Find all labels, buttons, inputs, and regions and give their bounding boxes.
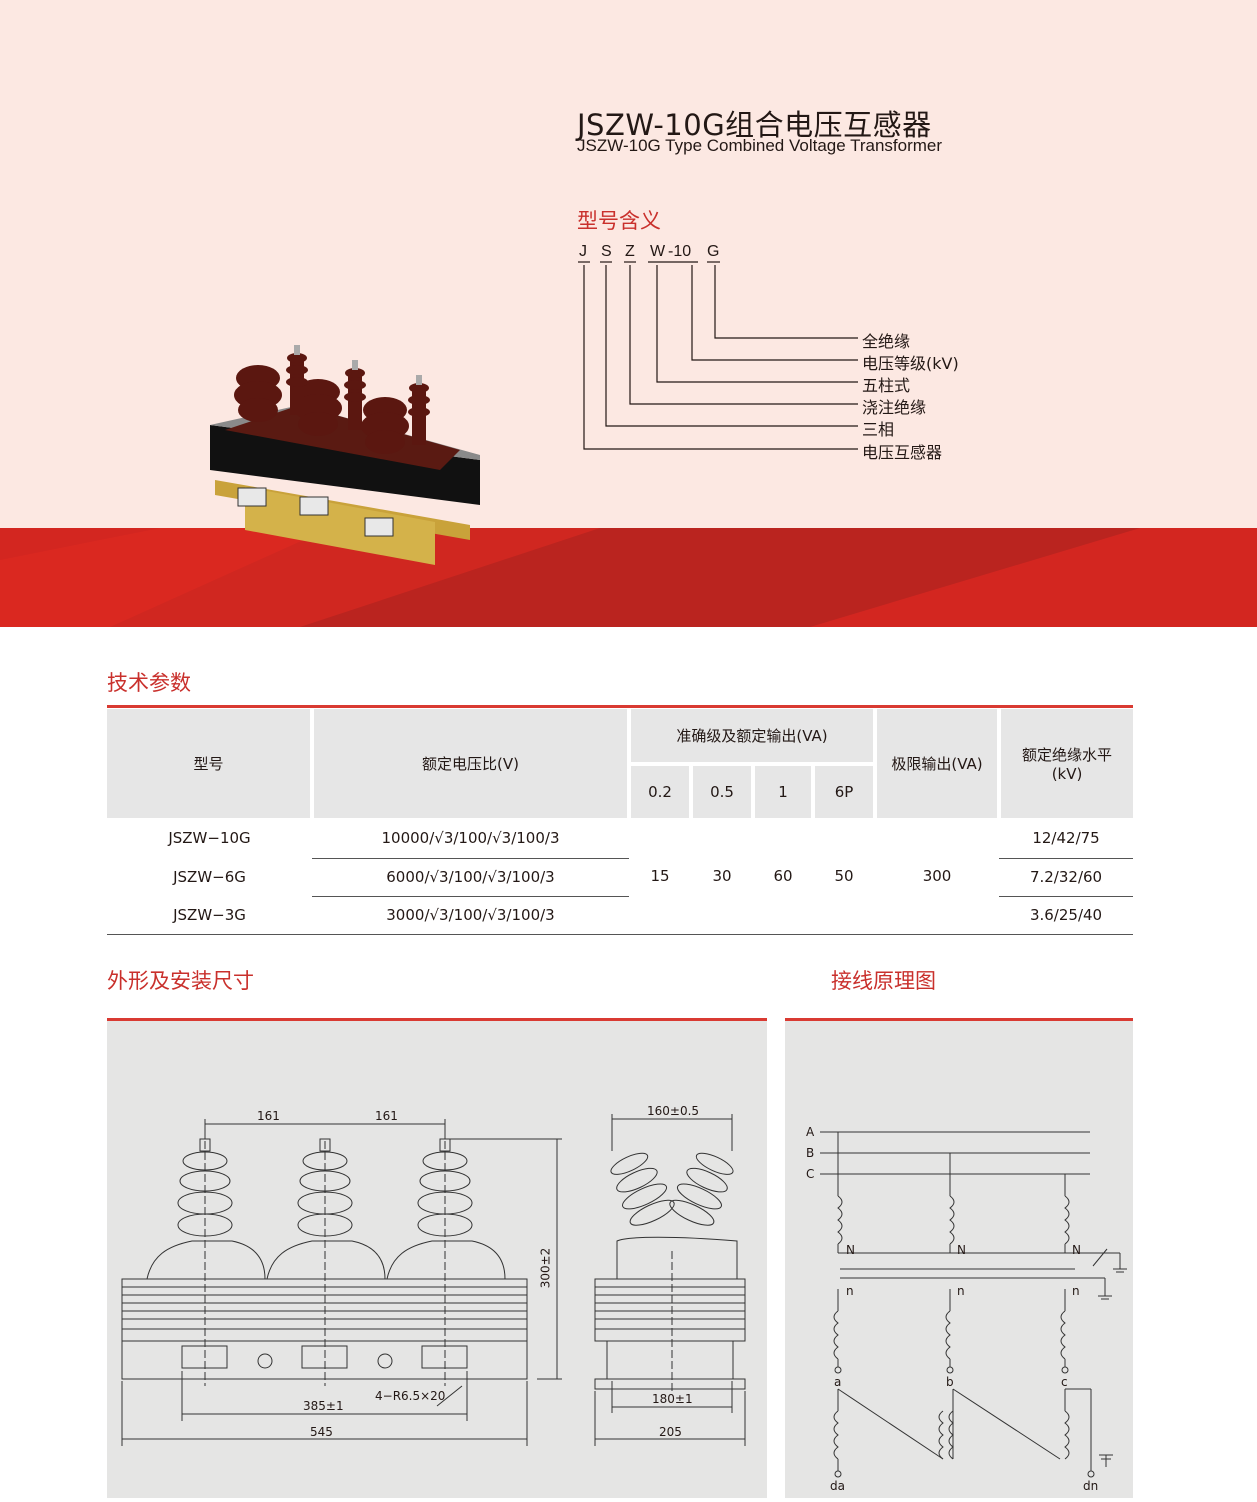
front-insulators (146, 1138, 506, 1280)
wire-label-B: B (806, 1146, 815, 1160)
cell-ratio: 3000/√3/100/√3/100/3 (386, 906, 555, 924)
cell-model: JSZW−6G (173, 868, 246, 886)
tech-params-table: 型号 额定电压比(V) 准确级及额定输出(VA) 极限输出(VA) 额定绝缘水平… (107, 709, 1134, 935)
code-letter-s: S (601, 243, 612, 260)
cell-v02: 15 (650, 866, 670, 885)
code-letter-j: J (579, 243, 587, 260)
dim-300: 300±2 (538, 1247, 553, 1289)
meaning-item: 三相 (862, 420, 895, 439)
hero-graphics (0, 261, 1257, 627)
wire-label-N: N (846, 1243, 855, 1257)
table-row: JSZW−6G 6000/√3/100/√3/100/3 7.2/32/60 (107, 858, 1134, 897)
cell-v1: 60 (773, 866, 793, 885)
table-row: JSZW−10G 10000/√3/100/√3/100/3 15 30 60 … (107, 818, 1134, 885)
cell-insulation: 12/42/75 (999, 818, 1134, 859)
model-meaning-title: 型号含义 (577, 209, 661, 233)
wire-label-c: c (1061, 1375, 1068, 1389)
col-header-class-02: 0.2 (627, 762, 691, 818)
meaning-item: 电压互感器 (862, 443, 943, 462)
dim-205: 205 (659, 1425, 682, 1439)
wire-label-C: C (806, 1167, 815, 1181)
wire-label-dn: dn (1083, 1479, 1099, 1493)
wire-label-b: b (946, 1375, 954, 1389)
col-header-class-1: 1 (751, 762, 813, 818)
cell-limit: 300 (922, 866, 952, 885)
meaning-item: 全绝缘 (862, 332, 911, 351)
wire-label-n: n (1072, 1284, 1080, 1298)
wire-label-N: N (957, 1243, 966, 1257)
meaning-item: 浇注绝缘 (862, 398, 927, 417)
table-row: JSZW−3G 3000/√3/100/√3/100/3 3.6/25/40 (107, 896, 1134, 934)
cell-insulation: 7.2/32/60 (999, 858, 1134, 897)
page-title-cn: JSZW-10G组合电压互感器 (577, 108, 932, 142)
cell-model: JSZW−10G (168, 829, 251, 847)
dimensions-rule (107, 1018, 767, 1021)
dim-385: 385±1 (303, 1399, 344, 1413)
cell-ratio: 6000/√3/100/√3/100/3 (312, 858, 629, 897)
cell-ratio: 10000/√3/100/√3/100/3 (312, 818, 629, 859)
meaning-item: 五柱式 (862, 376, 911, 395)
model-meaning-lines (578, 261, 858, 450)
code-letter-w: W (650, 243, 666, 260)
tech-params-title: 技术参数 (107, 671, 191, 695)
cell-v6p: 50 (834, 866, 854, 885)
col-header-insulation: 额定绝缘水平(kV) (997, 709, 1134, 818)
wire-label-N: N (1072, 1243, 1081, 1257)
wiring-diagram (820, 1131, 1127, 1478)
dim-160: 160±0.5 (647, 1104, 700, 1118)
dim-180: 180±1 (652, 1392, 693, 1406)
wire-label-a: a (834, 1375, 842, 1389)
cell-insulation: 3.6/25/40 (1029, 906, 1103, 924)
col-header-class-6p: 6P (810, 762, 876, 818)
hero-section: JSZW-10G组合电压互感器 JSZW-10G Type Combined V… (0, 0, 1257, 627)
wiring-title: 接线原理图 (831, 969, 936, 993)
dim-hole: 4−R6.5×20 (375, 1389, 446, 1403)
col-header-limit: 极限输出(VA) (873, 709, 1000, 818)
wire-label-n: n (957, 1284, 965, 1298)
col-header-ratio: 额定电压比(V) (310, 709, 629, 818)
wire-label-da: da (830, 1479, 845, 1493)
dim-161-right: 161 (375, 1109, 398, 1123)
wiring-rule (785, 1018, 1133, 1021)
dimensions-drawing-panel: 161 161 300±2 385±1 4−R6.5×20 545 160±0.… (107, 1021, 767, 1498)
dim-545: 545 (310, 1425, 333, 1439)
wiring-diagram-panel: A B C N N N n n n a b c da dn (785, 1021, 1133, 1498)
dimensions-title: 外形及安装尺寸 (107, 969, 254, 993)
code-letter-z: Z (625, 243, 635, 260)
meaning-item: 电压等级(kV) (862, 354, 959, 373)
dim-161-left: 161 (257, 1109, 280, 1123)
col-header-accuracy: 准确级及额定输出(VA) (626, 709, 876, 764)
cell-model: JSZW−3G (173, 905, 246, 924)
tech-params-rule (107, 705, 1133, 708)
wire-label-n: n (846, 1284, 854, 1298)
dimensions-drawing (121, 1114, 746, 1446)
cell-v05: 30 (712, 866, 732, 885)
col-header-model: 型号 (107, 709, 312, 818)
wire-label-A: A (806, 1125, 815, 1139)
code-letter-voltage: -10 (668, 243, 692, 260)
code-letter-g: G (707, 243, 720, 260)
col-header-class-05: 0.5 (689, 762, 753, 818)
page-title-en: JSZW-10G Type Combined Voltage Transform… (577, 136, 943, 155)
transformer-product-image (210, 345, 480, 565)
